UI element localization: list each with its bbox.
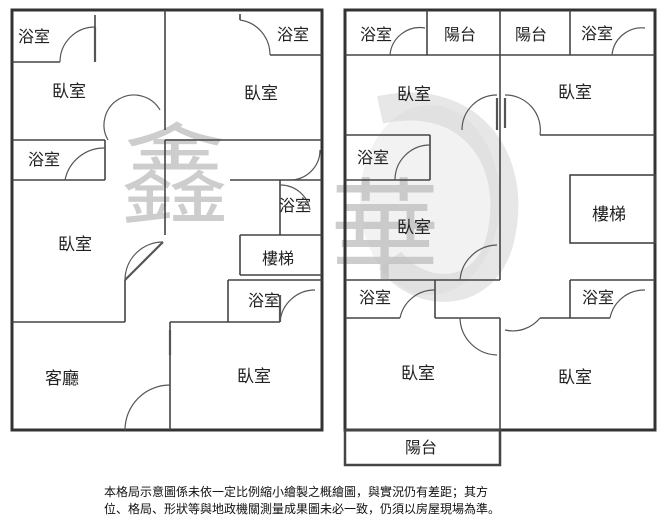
disclaimer-line-2: 位、格局、形狀等與地政機關測量成果圖未必一致，仍須以房屋現場為準。 (104, 502, 501, 516)
right-bath-lower-right-label: 浴室 (582, 288, 614, 307)
left-living-room-label: 客廳 (45, 369, 79, 389)
right-bedroom-bottom-left-label: 臥室 (401, 364, 435, 384)
right-stairs-label: 樓梯 (592, 205, 626, 225)
svg-text:華: 華 (330, 168, 440, 296)
svg-text:鑫: 鑫 (120, 113, 230, 241)
left-bedroom-top-left-label: 臥室 (52, 82, 86, 102)
right-balcony-top-1-label: 陽台 (444, 25, 476, 44)
right-bedroom-top-right-label: 臥室 (558, 83, 592, 103)
left-floor-plan (10, 8, 324, 432)
right-bedroom-top-left-label: 臥室 (397, 85, 431, 105)
left-bedroom-top-right-label: 臥室 (244, 84, 278, 104)
right-floor-plan (343, 8, 657, 467)
right-bath-top-right-label: 浴室 (581, 24, 613, 43)
left-bedroom-mid-left-label: 臥室 (58, 235, 92, 255)
left-bath-lower-right-label: 浴室 (248, 291, 280, 310)
right-balcony-top-2-label: 陽台 (515, 25, 547, 44)
right-balcony-bottom-label: 陽台 (405, 438, 437, 457)
right-bath-mid-left-label: 浴室 (357, 148, 389, 167)
disclaimer-line-1: 本格局示意圖係未依一定比例縮小繪製之概繪圖，與實況仍有差距；其方 (104, 485, 489, 499)
right-bedroom-mid-label: 臥室 (397, 218, 431, 238)
left-bath-mid-right-label: 浴室 (279, 196, 311, 215)
left-bath-top-left-label: 浴室 (18, 27, 50, 46)
left-bath-top-right-label: 浴室 (277, 25, 309, 44)
disclaimer-note: 本格局示意圖係未依一定比例縮小繪製之概繪圖，與實況仍有差距；其方 位、格局、形狀… (104, 484, 604, 518)
right-bedroom-bottom-right-label: 臥室 (558, 368, 592, 388)
left-stairs-label: 樓梯 (262, 249, 294, 268)
right-bath-lower-left-label: 浴室 (359, 288, 391, 307)
left-bedroom-lower-right-label: 臥室 (237, 367, 271, 387)
right-bath-top-left-label: 浴室 (360, 25, 392, 44)
left-bath-mid-left-label: 浴室 (28, 150, 60, 169)
watermark-logo: 鑫 華 (120, 92, 519, 302)
